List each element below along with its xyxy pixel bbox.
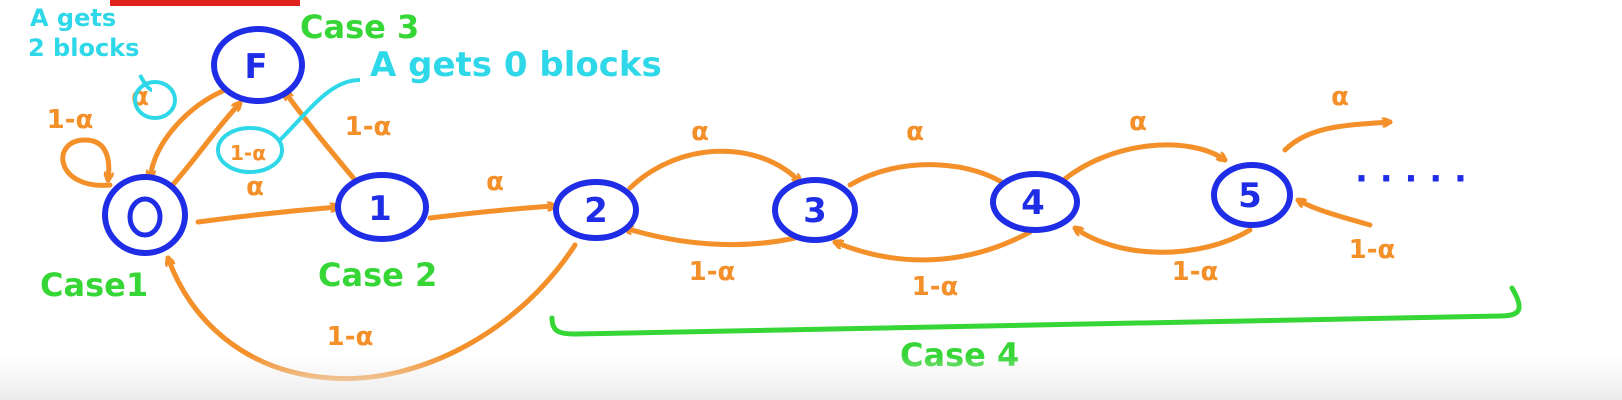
node-2 (553, 179, 639, 241)
note-a-gets-2-line1: A gets (30, 4, 116, 32)
edge-5-out (1282, 122, 1393, 153)
node-4 (990, 171, 1080, 233)
label-f-to-1: 1-α (345, 112, 392, 142)
node-f-label: F (244, 47, 267, 87)
edge-in-to-5 (1298, 200, 1373, 228)
edge-0-to-f (167, 103, 240, 191)
label-4-to-5: α (1129, 107, 1147, 137)
node-5-label: 5 (1238, 176, 1262, 216)
ellipsis-dots: · · · · · (1355, 159, 1467, 199)
node-1-label: 1 (368, 189, 392, 229)
edge-self-loop-0 (60, 137, 110, 188)
note-a-gets-2-line2: 2 blocks (28, 34, 139, 62)
node-0 (102, 174, 188, 256)
edge-3-to-2 (625, 228, 798, 248)
case-2-label: Case 2 (318, 256, 437, 294)
edge-2-to-3 (627, 148, 800, 191)
edge-4-to-3 (835, 229, 1033, 263)
node-3 (772, 177, 858, 243)
node-f (211, 26, 305, 104)
node-2-label: 2 (584, 191, 608, 231)
case-1-label: Case1 (40, 266, 148, 304)
label-4-to-3: 1-α (912, 272, 959, 302)
edge-f-to-0 (150, 87, 228, 178)
edge-1-to-f (285, 92, 358, 183)
label-5-out: α (1331, 82, 1349, 112)
label-5-to-4: 1-α (1172, 257, 1219, 287)
label-3-to-2: 1-α (689, 257, 736, 287)
note-pointer-a0 (278, 78, 361, 142)
node-4-label: 4 (1021, 183, 1045, 223)
edge-4-to-5 (1057, 142, 1225, 186)
case-4-bracket (549, 285, 1522, 337)
note-a-gets-0: A gets 0 blocks (370, 45, 662, 85)
edge-5-to-4 (1075, 228, 1253, 255)
label-2-to-0: 1-α (327, 322, 374, 352)
label-3-to-4: α (906, 117, 924, 147)
edge-3-to-4 (847, 162, 1010, 188)
note-circle-f-to-0 (133, 80, 177, 120)
label-1-to-2: α (486, 167, 504, 197)
node-3-label: 3 (803, 191, 827, 231)
label-0-to-1: α (246, 172, 264, 202)
node-1 (335, 172, 429, 242)
edge-0-to-1 (195, 207, 341, 225)
node-0-inner-ring (127, 196, 163, 238)
label-in-to-5: 1-α (1349, 235, 1396, 265)
note-pointer-a2 (138, 74, 153, 92)
label-0-to-f: 1-α (230, 141, 266, 165)
case-4-label: Case 4 (900, 336, 1019, 374)
case-3-label: Case 3 (300, 8, 419, 46)
label-self-loop-0: 1-α (47, 105, 94, 135)
label-2-to-3: α (691, 117, 709, 147)
edge-1-to-2 (427, 206, 558, 221)
note-circle-0-to-f (216, 126, 284, 174)
node-5 (1211, 162, 1293, 228)
